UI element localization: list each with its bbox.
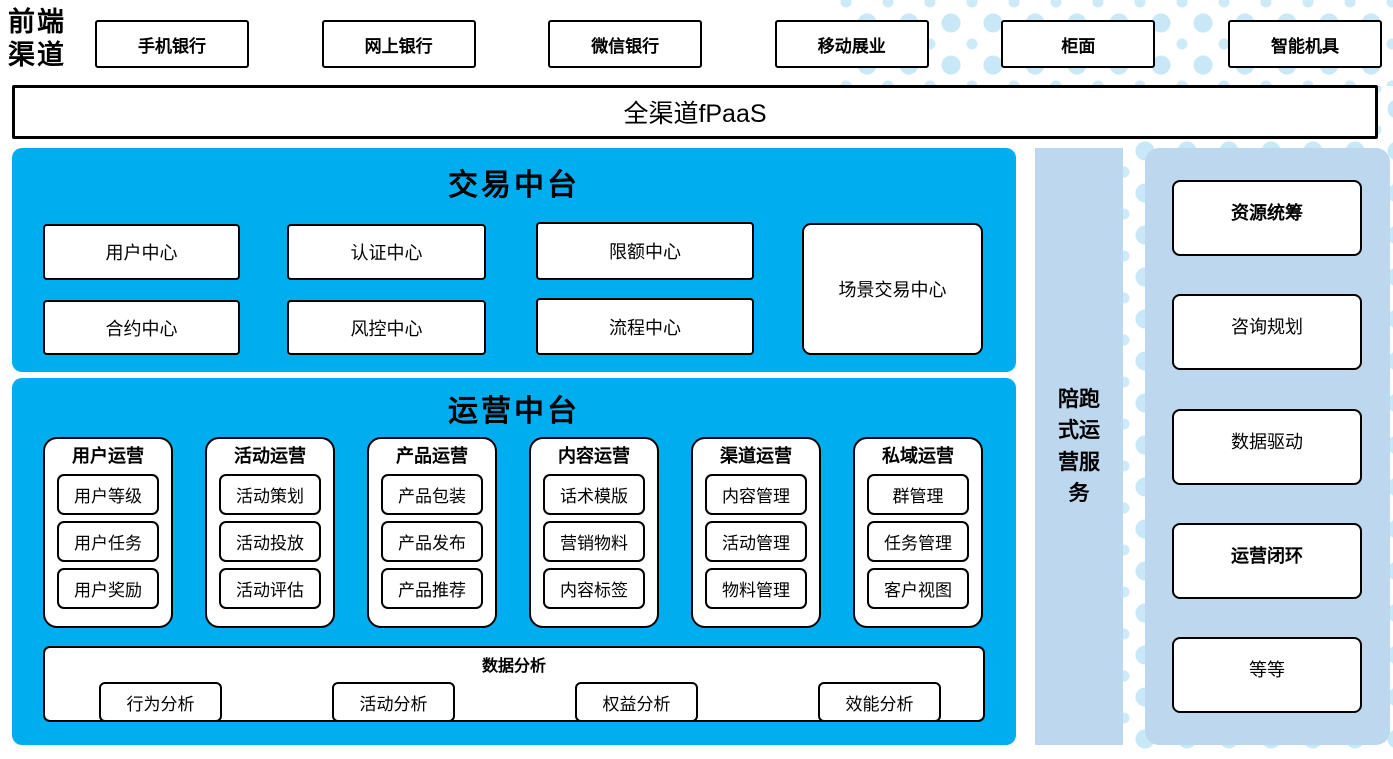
front-channels-label: 前端渠道 bbox=[8, 7, 66, 70]
group-item: 物料管理 bbox=[705, 568, 807, 609]
group-item: 内容管理 bbox=[705, 474, 807, 515]
group-title: 私域运营 bbox=[882, 446, 954, 466]
group-items: 群管理 任务管理 客户视图 bbox=[855, 468, 981, 615]
center-box-flow: 流程中心 bbox=[536, 298, 754, 355]
analysis-item-activity: 活动分析 bbox=[332, 682, 455, 722]
channel-box-mobile-banking: 手机银行 bbox=[95, 20, 249, 68]
group-item: 群管理 bbox=[867, 474, 969, 515]
group-item: 产品包装 bbox=[381, 474, 483, 515]
channel-box-smart-device: 智能机具 bbox=[1227, 20, 1382, 68]
service-box-closed-loop: 运营闭环 bbox=[1172, 522, 1362, 599]
service-box-etc: 等等 bbox=[1172, 637, 1362, 713]
group-item: 用户等级 bbox=[57, 474, 159, 515]
analysis-item-behavior: 行为分析 bbox=[99, 682, 222, 722]
group-item: 活动投放 bbox=[219, 521, 321, 562]
group-item: 任务管理 bbox=[867, 521, 969, 562]
group-activity-operation: 活动运营 活动策划 活动投放 活动评估 bbox=[205, 437, 335, 628]
center-box-limit: 限额中心 bbox=[536, 222, 754, 280]
group-item: 用户任务 bbox=[57, 521, 159, 562]
fpaas-bar: 全渠道fPaaS bbox=[12, 85, 1378, 139]
operation-platform-panel: 运营中台 用户运营 用户等级 用户任务 用户奖励 活动运营 活动策划 活动投放 … bbox=[12, 378, 1016, 745]
side-strip-label: 陪跑式运营服务 bbox=[1058, 387, 1100, 506]
channel-box-mobile-sales: 移动展业 bbox=[774, 20, 929, 68]
service-box-resource: 资源统筹 bbox=[1172, 180, 1362, 256]
group-title: 内容运营 bbox=[558, 446, 630, 466]
data-analysis-box: 数据分析 行为分析 活动分析 权益分析 效能分析 bbox=[43, 646, 985, 722]
group-item: 内容标签 bbox=[543, 568, 645, 609]
trade-platform-panel: 交易中台 用户中心 认证中心 限额中心 合约中心 风控中心 流程中心 场景交易中… bbox=[12, 148, 1016, 372]
group-private-domain-operation: 私域运营 群管理 任务管理 客户视图 bbox=[853, 437, 983, 628]
group-items: 话术模版 营销物料 内容标签 bbox=[531, 468, 657, 615]
group-items: 产品包装 产品发布 产品推荐 bbox=[369, 468, 495, 615]
group-item: 活动管理 bbox=[705, 521, 807, 562]
center-box-user: 用户中心 bbox=[43, 224, 240, 280]
service-box-data-driven: 数据驱动 bbox=[1172, 408, 1362, 485]
group-channel-operation: 渠道运营 内容管理 活动管理 物料管理 bbox=[691, 437, 821, 628]
group-items: 活动策划 活动投放 活动评估 bbox=[207, 468, 333, 615]
service-panel: 资源统筹 咨询规划 数据驱动 运营闭环 等等 bbox=[1145, 148, 1390, 745]
operation-platform-title: 运营中台 bbox=[448, 395, 580, 428]
channel-box-online-banking: 网上银行 bbox=[321, 20, 476, 68]
group-item: 客户视图 bbox=[867, 568, 969, 609]
center-box-risk: 风控中心 bbox=[287, 300, 486, 355]
group-title: 活动运营 bbox=[234, 446, 306, 466]
service-box-consulting: 咨询规划 bbox=[1172, 294, 1362, 371]
group-item: 活动策划 bbox=[219, 474, 321, 515]
group-title: 产品运营 bbox=[396, 446, 468, 466]
center-box-contract: 合约中心 bbox=[43, 300, 240, 355]
channel-box-wechat-banking: 微信银行 bbox=[548, 20, 703, 68]
analysis-item-rights: 权益分析 bbox=[575, 682, 698, 722]
group-item: 产品推荐 bbox=[381, 568, 483, 609]
group-item: 话术模版 bbox=[543, 474, 645, 515]
group-item: 产品发布 bbox=[381, 521, 483, 562]
group-product-operation: 产品运营 产品包装 产品发布 产品推荐 bbox=[367, 437, 497, 628]
analysis-item-efficiency: 效能分析 bbox=[818, 682, 941, 722]
data-analysis-title: 数据分析 bbox=[481, 658, 546, 675]
group-items: 内容管理 活动管理 物料管理 bbox=[693, 468, 819, 615]
center-box-scene-trade: 场景交易中心 bbox=[802, 223, 983, 355]
center-box-auth: 认证中心 bbox=[287, 224, 486, 280]
group-title: 渠道运营 bbox=[720, 446, 792, 466]
group-item: 用户奖励 bbox=[57, 568, 159, 609]
group-items: 用户等级 用户任务 用户奖励 bbox=[45, 468, 171, 615]
side-strip-accompany-service: 陪跑式运营服务 bbox=[1035, 148, 1123, 745]
front-channels-row: 手机银行 网上银行 微信银行 移动展业 柜面 智能机具 bbox=[95, 20, 1382, 68]
group-content-operation: 内容运营 话术模版 营销物料 内容标签 bbox=[529, 437, 659, 628]
group-title: 用户运营 bbox=[72, 446, 144, 466]
trade-platform-title: 交易中台 bbox=[448, 169, 580, 202]
group-user-operation: 用户运营 用户等级 用户任务 用户奖励 bbox=[43, 437, 173, 628]
group-item: 营销物料 bbox=[543, 521, 645, 562]
channel-box-counter: 柜面 bbox=[1001, 20, 1156, 68]
group-item: 活动评估 bbox=[219, 568, 321, 609]
